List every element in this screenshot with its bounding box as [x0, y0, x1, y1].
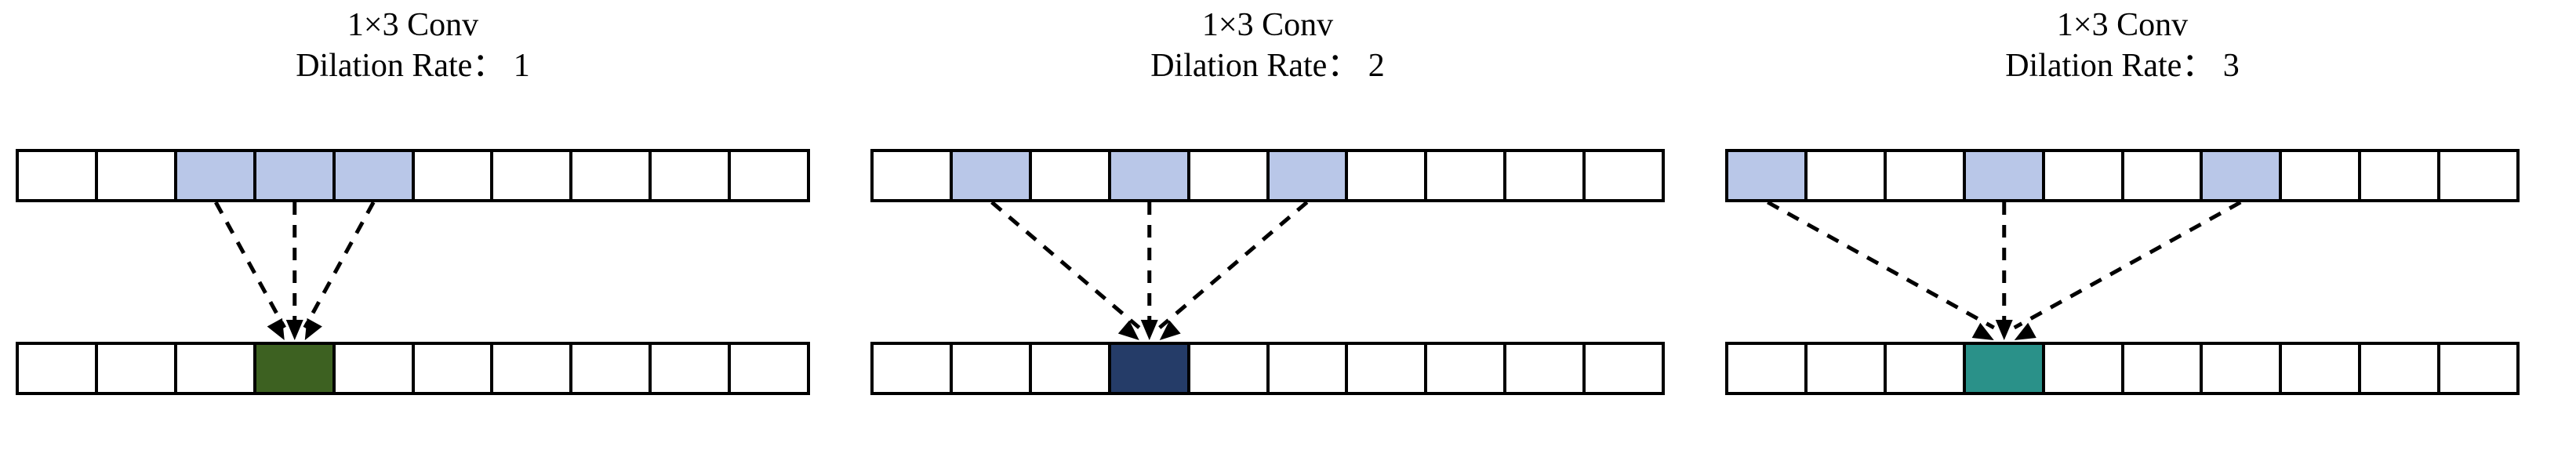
input-feature-row: [870, 149, 1665, 202]
input-feature-row-cell: [1348, 152, 1428, 199]
input-feature-row-cell: [652, 152, 732, 199]
input-feature-row-cell: [2361, 152, 2441, 199]
output-feature-row-cell: [1348, 345, 1428, 392]
input-feature-row: [16, 149, 810, 202]
output-feature-row-cell: [2282, 345, 2362, 392]
panel-title-kernel: 1×3 Conv: [2056, 7, 2189, 43]
arrowhead-icon: [1995, 320, 2013, 340]
input-feature-row-cell-highlighted: [1728, 152, 1808, 199]
arrowhead-icon: [1971, 322, 1994, 340]
output-feature-row-cell: [1807, 345, 1887, 392]
output-feature-row-cell: [176, 345, 256, 392]
output-feature-row-cell: [493, 345, 573, 392]
output-feature-row-cell: [414, 345, 494, 392]
output-feature-row: [1725, 342, 2520, 395]
output-feature-row-cell: [731, 345, 808, 392]
output-feature-row-cell: [652, 345, 732, 392]
input-feature-row-cell: [1886, 152, 1966, 199]
input-feature-row-cell: [2440, 152, 2517, 199]
input-feature-row-cell: [493, 152, 573, 199]
input-feature-row-cell-highlighted: [256, 152, 336, 199]
output-feature-row: [870, 342, 1665, 395]
panel-title-dilation-rate: Dilation Rate： 2: [1150, 48, 1385, 84]
output-feature-row-cell-highlighted: [256, 345, 336, 392]
output-feature-row-cell: [1190, 345, 1270, 392]
output-feature-row-cell: [1586, 345, 1662, 392]
dilation-arrows: [1767, 200, 2242, 340]
output-feature-row-cell: [874, 345, 953, 392]
output-feature-row-cell: [2361, 345, 2441, 392]
arrowhead-icon: [2014, 322, 2036, 340]
input-feature-row-cell: [1427, 152, 1507, 199]
input-feature-row-cell: [2044, 152, 2124, 199]
output-feature-row-cell: [2124, 345, 2204, 392]
input-feature-row-cell: [1586, 152, 1662, 199]
arrowhead-icon: [267, 317, 285, 340]
panel-title-dilation-rate: Dilation Rate： 1: [296, 48, 530, 84]
output-feature-row-cell: [2440, 345, 2517, 392]
input-feature-row-cell-highlighted: [335, 152, 415, 199]
output-feature-row-cell: [19, 345, 98, 392]
dilation-arrows: [214, 201, 376, 340]
input-feature-row-cell: [19, 152, 98, 199]
arrowhead-icon: [304, 317, 322, 340]
arrow-shaft: [1158, 201, 1309, 329]
input-feature-row-cell: [1031, 152, 1111, 199]
output-feature-row-cell: [1506, 345, 1586, 392]
output-feature-row-cell: [97, 345, 177, 392]
panel-title-dilation-rate: Dilation Rate： 3: [2005, 48, 2240, 84]
input-feature-row-cell: [2282, 152, 2362, 199]
output-feature-row-cell: [952, 345, 1032, 392]
arrow-shaft: [214, 201, 286, 329]
input-feature-row-cell: [572, 152, 652, 199]
output-feature-row: [16, 342, 810, 395]
arrowhead-icon: [1140, 320, 1158, 340]
input-feature-row-cell: [1190, 152, 1270, 199]
arrow-shaft: [2013, 200, 2242, 330]
output-feature-row-cell-highlighted: [1965, 345, 2045, 392]
arrowhead-icon: [1159, 320, 1181, 340]
input-feature-row-cell: [731, 152, 808, 199]
input-feature-row-cell-highlighted: [2203, 152, 2283, 199]
input-feature-row-cell-highlighted: [1965, 152, 2045, 199]
output-feature-row-cell: [1886, 345, 1966, 392]
output-feature-row-cell: [2203, 345, 2283, 392]
output-feature-row-cell: [1269, 345, 1349, 392]
output-feature-row-cell: [572, 345, 652, 392]
arrowhead-icon: [1117, 320, 1139, 340]
arrow-shaft: [1767, 200, 1995, 330]
arrowhead-icon: [285, 320, 303, 340]
output-feature-row-cell: [335, 345, 415, 392]
input-feature-row-cell-highlighted: [176, 152, 256, 199]
dilation-arrows: [990, 201, 1309, 340]
input-feature-row-cell: [414, 152, 494, 199]
output-feature-row-cell: [1427, 345, 1507, 392]
input-feature-row-cell: [874, 152, 953, 199]
input-feature-row: [1725, 149, 2520, 202]
output-feature-row-cell: [2044, 345, 2124, 392]
arrow-shaft: [303, 201, 376, 329]
output-feature-row-cell-highlighted: [1110, 345, 1190, 392]
input-feature-row-cell-highlighted: [1269, 152, 1349, 199]
output-feature-row-cell: [1031, 345, 1111, 392]
panel-title-kernel: 1×3 Conv: [1201, 7, 1334, 43]
output-feature-row-cell: [1728, 345, 1808, 392]
panel-title-kernel: 1×3 Conv: [347, 7, 479, 43]
input-feature-row-cell-highlighted: [1110, 152, 1190, 199]
input-feature-row-cell: [2124, 152, 2204, 199]
input-feature-row-cell: [1807, 152, 1887, 199]
arrow-shaft: [990, 201, 1141, 329]
input-feature-row-cell-highlighted: [952, 152, 1032, 199]
input-feature-row-cell: [1506, 152, 1586, 199]
input-feature-row-cell: [97, 152, 177, 199]
